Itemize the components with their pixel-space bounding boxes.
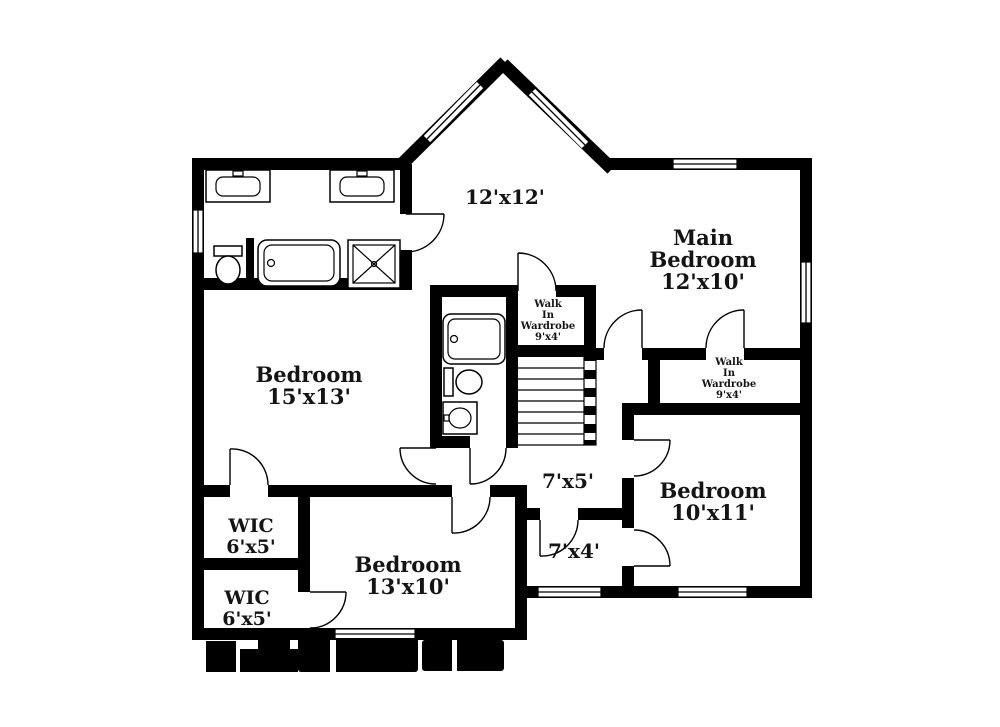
window-left — [192, 209, 204, 254]
redacted-watermark — [206, 638, 504, 672]
vanity-sink-icon — [205, 169, 271, 203]
label-wardrobe2-1: Walk — [714, 357, 744, 368]
label-bedroom15-size: 15'x13' — [267, 384, 351, 409]
door-bedroom13 — [451, 496, 491, 534]
label-bedroom10-size: 10'x11' — [671, 500, 755, 525]
wall-wardrobe1-south — [506, 345, 584, 357]
wall-bedroom10-west-c — [622, 566, 634, 586]
wall-bath2-south-a — [430, 436, 470, 448]
wall-wardrobe1-east — [584, 285, 596, 352]
label-wic2-name: WIC — [223, 587, 269, 609]
label-bedroom13-size: 13'x10' — [366, 574, 450, 599]
wall-right — [800, 158, 812, 598]
label-wic2-size: 6'x5' — [222, 608, 271, 630]
shower-icon — [347, 239, 401, 289]
label-wardrobe2-2: In — [723, 368, 736, 379]
wall-hall-north-a — [430, 285, 518, 297]
door-wardrobe1 — [517, 252, 557, 292]
wall-bedroom10-west-a — [622, 403, 634, 440]
label-wardrobe1-3: Wardrobe — [520, 321, 575, 332]
room-labels: 12'x12' Main Bedroom 12'x10' Walk In War… — [222, 185, 766, 630]
label-wardrobe1-1: Walk — [533, 299, 563, 310]
window-diagonal-left — [423, 81, 484, 143]
wall-bedroom10-west-b — [622, 478, 634, 528]
door-bedroom15 — [399, 447, 437, 485]
door-wic2 — [309, 591, 347, 629]
wall-south-of-bedroom15-a — [192, 485, 230, 497]
staircase — [518, 351, 597, 446]
window-bottom-7x4 — [537, 586, 602, 598]
wall-bathroom-east-b — [400, 250, 412, 290]
wall-mainbed-south-c — [744, 348, 812, 360]
wall-wic-divider — [192, 558, 310, 570]
label-wardrobe2-size: 9'x4' — [716, 390, 742, 401]
door-bathroom — [405, 213, 445, 253]
label-wardrobe1-size: 9'x4' — [535, 332, 561, 343]
label-main-bedroom-2: Bedroom — [649, 247, 756, 272]
label-hall-7x5: 7'x5' — [542, 469, 594, 493]
wall-south-of-bedroom15-b — [268, 485, 452, 497]
door-bedroom10-lower — [633, 529, 671, 567]
door-main-bedroom — [603, 309, 643, 349]
toilet-icon — [443, 367, 483, 397]
bathtub-icon — [442, 313, 506, 365]
window-top-right — [672, 158, 738, 170]
wall-bottom-step — [515, 586, 527, 640]
wall-bathroom-east-a — [400, 164, 412, 214]
wall-bedroom15-east-a — [430, 290, 442, 448]
window-bottom-bedroom13 — [334, 628, 416, 640]
wall-hall-divider-b — [578, 508, 634, 520]
wall-wardrobe1-west — [506, 285, 518, 448]
wall-wardrobe2-west — [648, 348, 660, 415]
label-wardrobe1-2: In — [542, 310, 555, 321]
label-main-bedroom-1: Main — [673, 225, 733, 250]
wall-top-left — [192, 158, 406, 170]
toilet-icon — [213, 245, 243, 285]
label-main-bedroom-size: 12'x10' — [661, 269, 745, 294]
stair-cut-hatch — [583, 351, 597, 446]
label-bedroom10-name: Bedroom — [659, 478, 766, 503]
window-right — [800, 261, 812, 324]
label-wic1-name: WIC — [227, 515, 273, 537]
label-hall-size: 12'x12' — [465, 185, 545, 209]
door-wardrobe2 — [705, 309, 745, 349]
wall-bedroom13-east — [515, 497, 527, 586]
door-bathroom2 — [469, 447, 507, 485]
bathtub-icon — [257, 239, 341, 287]
vanity-sink-icon — [329, 169, 395, 203]
vanity-sink-icon — [442, 401, 478, 435]
wall-wardrobe2-south — [648, 403, 812, 415]
wall-toilet-partition — [246, 238, 254, 290]
wall-bath2-south-b — [506, 436, 518, 448]
bathroom-middle-fixtures — [442, 313, 506, 435]
door-wic1 — [229, 448, 269, 486]
windows — [192, 81, 812, 640]
bathroom-top-fixtures — [205, 169, 401, 289]
wall-south-of-bedroom15-c — [490, 485, 527, 497]
window-bottom-bedroom10 — [677, 586, 748, 598]
label-wic1-size: 6'x5' — [226, 536, 275, 558]
label-bedroom15-name: Bedroom — [255, 362, 362, 387]
label-hall-7x4: 7'x4' — [548, 539, 600, 563]
wall-wic-east — [298, 497, 310, 592]
doors — [229, 213, 745, 629]
window-diagonal-right — [528, 88, 589, 149]
door-hall-7x4 — [539, 519, 579, 557]
label-bedroom13-name: Bedroom — [354, 552, 461, 577]
door-bedroom10-upper — [633, 439, 671, 477]
label-wardrobe2-3: Wardrobe — [701, 379, 756, 390]
